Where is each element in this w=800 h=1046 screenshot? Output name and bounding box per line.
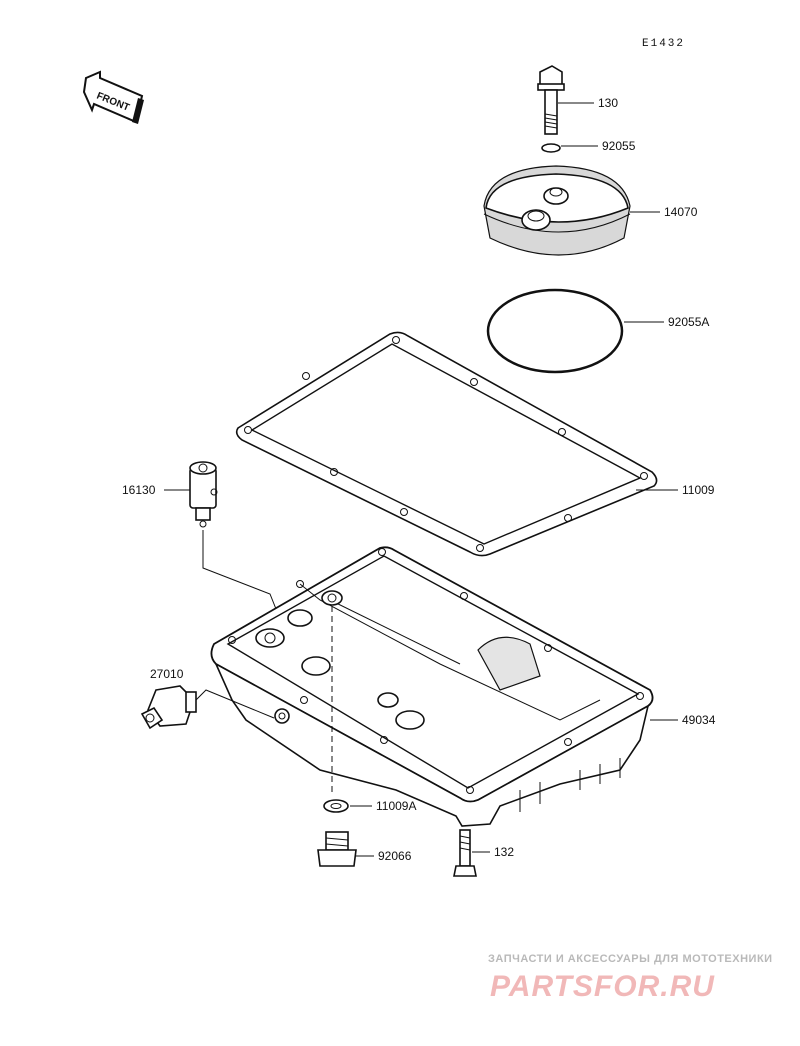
filter-cover-14070 [483, 165, 631, 256]
watermark-tagline: ЗАПЧАСТИ И АКСЕССУАРЫ ДЛЯ МОТОТЕХНИКИ [488, 953, 773, 965]
watermark-logo: PARTSFOR.RU [490, 970, 715, 1003]
label-49034: 49034 [682, 713, 716, 727]
washer-92055 [541, 143, 561, 153]
drain-plug-92066 [317, 831, 357, 867]
label-92055a: 92055A [668, 315, 709, 329]
label-132: 132 [494, 845, 514, 859]
oil-pan-49034 [210, 546, 654, 827]
label-14070: 14070 [664, 205, 698, 219]
reference-code: E1432 [642, 38, 685, 50]
label-130: 130 [598, 96, 618, 110]
label-92066: 92066 [378, 849, 412, 863]
front-arrow-icon: FRONT [82, 70, 144, 124]
label-11009: 11009 [682, 483, 715, 497]
fitting-16130 [189, 461, 218, 528]
oring-92055a [486, 288, 624, 374]
bolt-132 [453, 829, 477, 877]
label-92055: 92055 [602, 139, 636, 153]
gasket-11009 [235, 331, 658, 557]
label-11009a: 11009A [376, 799, 416, 813]
pressure-switch-27010 [140, 685, 197, 730]
label-27010: 27010 [150, 667, 184, 681]
washer-11009a [323, 799, 349, 813]
label-16130: 16130 [122, 483, 156, 497]
bolt-130 [537, 65, 565, 135]
